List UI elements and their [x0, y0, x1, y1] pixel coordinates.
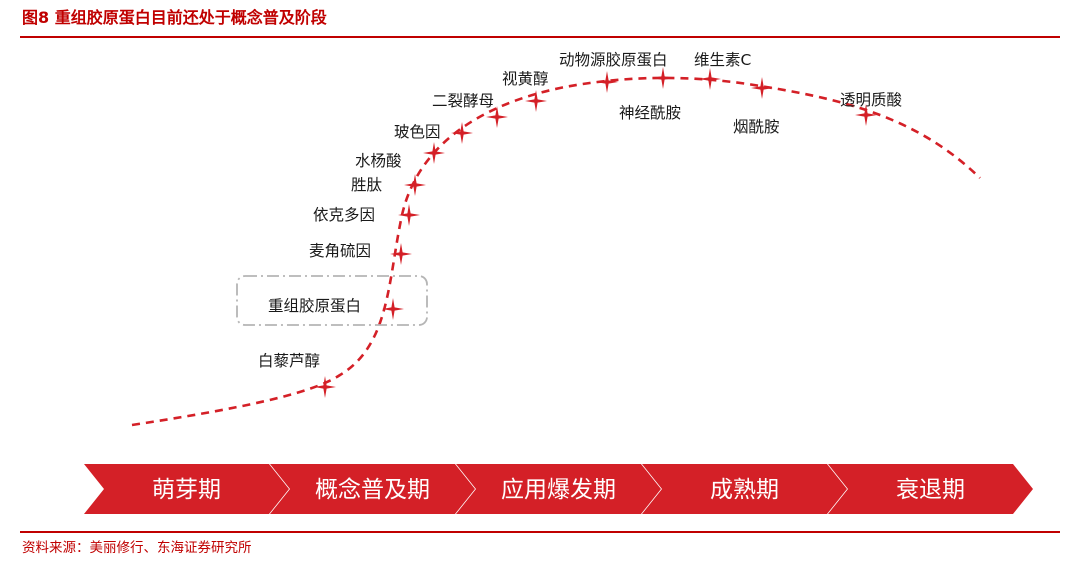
ingredient-label: 白藜芦醇	[258, 352, 320, 370]
star-marker-icon	[390, 243, 412, 265]
ingredient-label: 玻色因	[394, 123, 441, 141]
star-marker-icon	[451, 122, 473, 144]
stage-label: 成熟期	[710, 477, 779, 503]
ingredient-label: 依克多因	[313, 206, 375, 224]
ingredient-label: 透明质酸	[840, 91, 903, 109]
stage-chevron	[270, 464, 475, 514]
stage-chevron	[84, 464, 289, 514]
star-marker-icon	[596, 71, 618, 93]
lifecycle-stages: 萌芽期 概念普及期 应用爆发期 成熟期 衰退期	[84, 464, 1033, 514]
star-marker-icon	[699, 68, 721, 90]
star-marker-icon	[404, 174, 426, 196]
star-marker-icon	[382, 298, 404, 320]
ingredient-label: 胜肽	[351, 176, 383, 194]
ingredient-labels: 白藜芦醇 重组胶原蛋白 麦角硫因 依克多因 胜肽 水杨酸 玻色因 二裂酵母视黄醇动物源胶原蛋白…	[258, 51, 903, 370]
star-marker-icon	[398, 204, 420, 226]
stage-chevron	[456, 464, 661, 514]
figure-title: 图8 重组胶原蛋白目前还处于概念普及阶段	[22, 8, 327, 27]
ingredient-label: 视黄醇	[502, 70, 549, 88]
title-divider	[20, 36, 1060, 38]
star-marker-icon	[751, 77, 773, 99]
source-note: 资料来源：美丽修行、东海证券研究所	[22, 540, 252, 556]
ingredient-label: 二裂酵母	[432, 92, 494, 110]
ingredient-label: 动物源胶原蛋白	[559, 51, 668, 69]
star-marker-icon	[652, 67, 674, 89]
stage-label: 萌芽期	[152, 477, 221, 503]
ingredient-label: 神经酰胺	[619, 104, 681, 122]
stage-label: 概念普及期	[315, 477, 430, 503]
star-marker-icon	[314, 376, 336, 398]
ingredient-label: 重组胶原蛋白	[268, 297, 361, 315]
star-marker-icon	[423, 142, 445, 164]
star-marker-icon	[525, 90, 547, 112]
stage-chevron	[642, 464, 847, 514]
ingredient-label: 烟酰胺	[733, 118, 780, 136]
ingredient-label: 维生素C	[694, 51, 751, 69]
star-marker-icon	[855, 104, 877, 126]
highlight-box	[236, 275, 428, 326]
stage-label: 应用爆发期	[501, 477, 616, 503]
ingredient-label: 水杨酸	[355, 152, 402, 170]
ingredient-markers	[314, 67, 877, 398]
lifecycle-curve	[131, 76, 981, 427]
stage-label: 衰退期	[896, 477, 965, 503]
source-divider	[20, 531, 1060, 533]
star-marker-icon	[486, 106, 508, 128]
ingredient-label: 麦角硫因	[309, 242, 371, 260]
stage-chevron	[828, 464, 1033, 514]
